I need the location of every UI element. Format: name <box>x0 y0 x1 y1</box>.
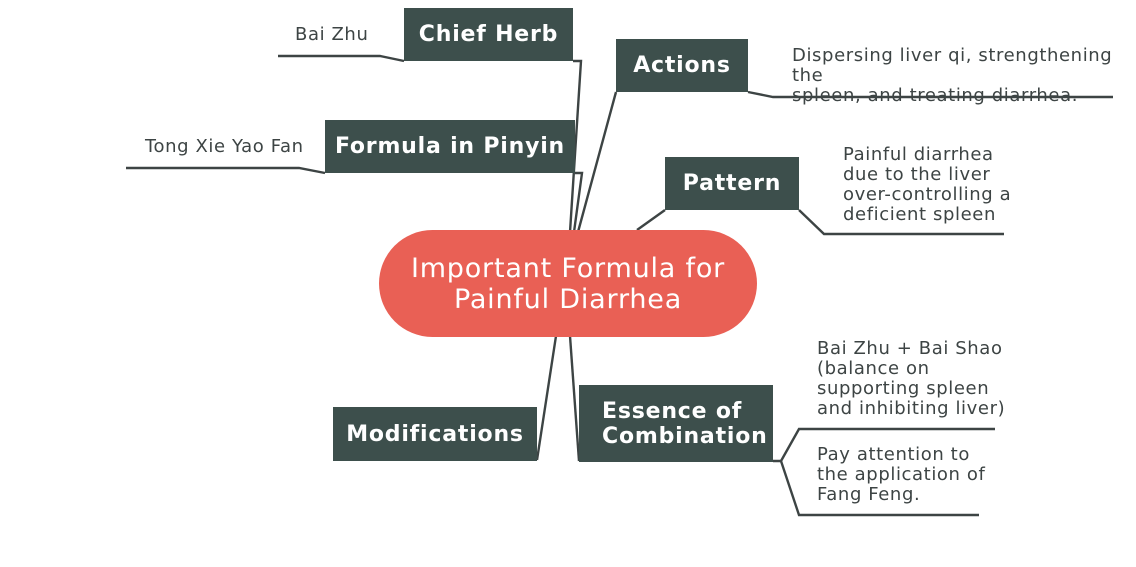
leaf-line-essence-2 <box>779 460 979 517</box>
connector-essence <box>568 335 581 462</box>
leaf-essence-balance: Bai Zhu + Bai Shao (balance on supportin… <box>817 338 1006 419</box>
connector-modifications <box>535 335 558 461</box>
leaf-line-essence-1 <box>773 427 995 463</box>
leaf-essence-fang-feng: Pay attention to the application of Fang… <box>817 444 986 505</box>
node-formula-pinyin[interactable]: Formula in Pinyin <box>325 120 575 173</box>
leaf-pattern-text: Painful diarrhea due to the liver over-c… <box>843 144 1012 225</box>
connector-chief-herb <box>568 59 583 233</box>
node-chief-herb[interactable]: Chief Herb <box>404 8 573 61</box>
node-actions[interactable]: Actions <box>616 39 748 92</box>
leaf-line-bai-zhu <box>278 54 405 63</box>
leaf-line-pinyin <box>126 166 326 175</box>
connector-actions <box>576 91 618 233</box>
leaf-line-pattern <box>798 209 1004 236</box>
node-pattern[interactable]: Pattern <box>665 157 799 210</box>
leaf-line-actions <box>747 90 1113 99</box>
leaf-bai-zhu: Bai Zhu <box>295 24 369 45</box>
connector-formula-pinyin <box>572 171 584 233</box>
leaf-tong-xie-yao-fan: Tong Xie Yao Fan <box>145 136 304 157</box>
connector-pattern <box>636 209 666 231</box>
node-essence-of-combination[interactable]: Essence of Combination <box>579 385 773 462</box>
leaf-actions-text: Dispersing liver qi, strengthening the s… <box>792 45 1113 106</box>
central-topic[interactable]: Important Formula for Painful Diarrhea <box>379 230 757 337</box>
node-modifications[interactable]: Modifications <box>333 407 537 461</box>
